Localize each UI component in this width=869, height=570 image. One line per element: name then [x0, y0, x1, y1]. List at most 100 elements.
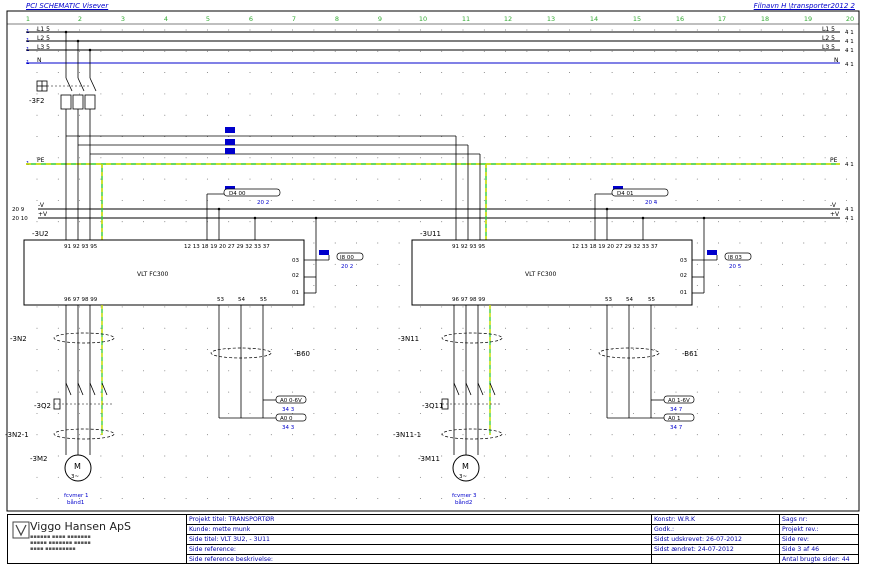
grid-dot	[483, 114, 485, 116]
grid-dot	[760, 498, 762, 500]
grid-dot	[782, 199, 783, 201]
grid-dot	[675, 93, 677, 95]
page-count: Side 3 af 46	[782, 546, 820, 553]
column-number: 17	[718, 15, 726, 23]
grid-dot	[292, 199, 294, 201]
grid-dot	[632, 136, 634, 137]
grid-dot	[249, 327, 251, 329]
column-number: 9	[378, 15, 382, 23]
grid-dot	[505, 221, 507, 223]
grid-dot	[569, 114, 570, 116]
grid-dot	[79, 50, 81, 52]
grid-dot	[356, 199, 357, 201]
grid-dot	[526, 136, 528, 137]
grid-dot	[696, 221, 698, 223]
sensor-cable-tag: -B61	[682, 350, 698, 358]
grid-dot	[845, 50, 847, 52]
grid-dot	[526, 157, 528, 159]
bus-ref-3: 4 1	[845, 48, 854, 54]
grid-dot	[185, 498, 187, 500]
grid-dot	[292, 50, 294, 52]
grid-dot	[654, 199, 656, 201]
grid-dot	[845, 263, 847, 265]
grid-dot	[249, 306, 251, 308]
grid-dot	[79, 93, 81, 95]
grid-dot	[803, 370, 805, 372]
grid-dot	[100, 327, 102, 329]
grid-dot	[718, 370, 720, 372]
grid-dot	[334, 391, 336, 393]
grid-dot	[121, 476, 123, 478]
grid-dot	[590, 93, 592, 95]
column-number: 15	[633, 15, 641, 23]
bus-l2-label-right: L2 5	[822, 35, 835, 42]
grid-dot	[79, 114, 81, 116]
grid-dot	[547, 199, 549, 201]
grid-dot	[569, 349, 570, 350]
grid-dot	[824, 114, 826, 116]
grid-dot	[632, 498, 634, 500]
grid-dot	[36, 93, 38, 95]
grid-dot	[292, 72, 294, 74]
grid-dot	[441, 476, 443, 478]
grid-dot	[547, 498, 549, 500]
grid-dot	[590, 349, 592, 350]
grid-dot	[292, 498, 294, 500]
grid-dot	[270, 50, 272, 52]
grid-dot	[547, 114, 549, 116]
grid-dot	[334, 114, 336, 116]
grid-dot	[718, 199, 720, 201]
grid-dot	[739, 136, 741, 137]
grid-dot	[718, 349, 720, 350]
grid-dot	[36, 455, 38, 457]
grid-dot	[632, 114, 634, 116]
grid-dot	[590, 50, 592, 52]
grid-dot	[526, 349, 528, 350]
grid-dot	[526, 434, 528, 436]
grid-dot	[526, 199, 528, 201]
grid-dot	[526, 114, 528, 116]
grid-dot	[313, 72, 315, 74]
grid-dot	[483, 157, 485, 159]
column-number: 10	[419, 15, 427, 23]
grid-dot	[57, 93, 59, 95]
grid-dot	[249, 199, 251, 201]
designer: Konstr: W.R.K	[654, 516, 696, 523]
grid-dot	[36, 370, 38, 372]
grid-dot	[547, 455, 549, 457]
wire-marker	[707, 250, 717, 255]
grid-dot	[675, 455, 677, 457]
grid-dot	[228, 29, 230, 31]
grid-dot	[696, 93, 698, 95]
grid-dot	[739, 285, 741, 287]
grid-dot	[547, 476, 549, 478]
grid-dot	[313, 221, 315, 223]
grid-dot	[590, 391, 592, 393]
column-number: 7	[292, 15, 296, 23]
relay-terminal: 03	[680, 258, 687, 264]
grid-dot	[57, 370, 59, 372]
switch-contact	[489, 382, 496, 396]
grid-dot	[547, 50, 549, 52]
title-block: Viggo Hansen ApS ▪▪▪▪▪▪ ▪▪▪▪ ▪▪▪▪▪▪▪▪▪▪▪…	[7, 514, 859, 564]
switch-contact	[65, 382, 72, 396]
grid-dot	[462, 136, 464, 137]
grid-dot	[185, 327, 187, 329]
grid-dot	[632, 306, 634, 308]
drive-tag: -3U11	[420, 230, 441, 238]
grid-dot	[419, 498, 421, 500]
grid-dot	[228, 391, 230, 393]
grid-dot	[824, 199, 826, 201]
grid-dot	[100, 72, 102, 74]
grid-dot	[185, 412, 187, 414]
grid-dot	[760, 178, 762, 180]
grid-dot	[590, 306, 592, 308]
grid-dot	[654, 455, 656, 457]
grid-dot	[143, 221, 144, 223]
grid-dot	[121, 434, 123, 436]
grid-dot	[739, 50, 741, 52]
grid-dot	[654, 114, 656, 116]
grid-dot	[143, 370, 144, 372]
grid-dot	[441, 50, 443, 52]
